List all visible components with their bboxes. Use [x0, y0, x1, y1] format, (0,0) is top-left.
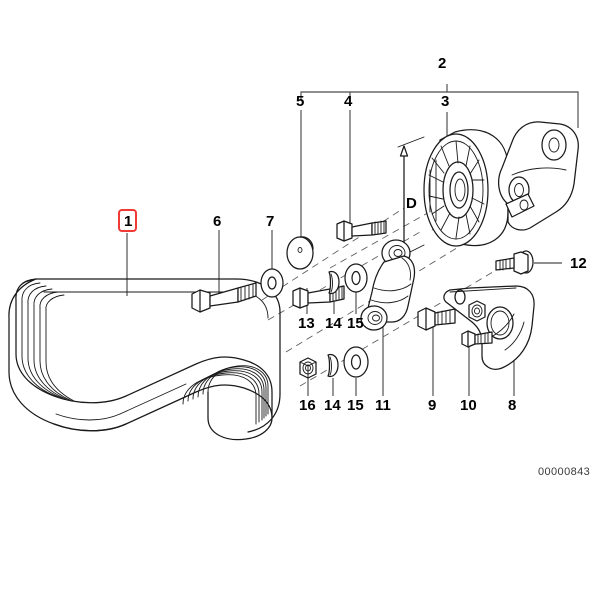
part-cover-cap [286, 236, 314, 270]
part-flat-washer-15-upper [344, 263, 368, 293]
callout-label-1[interactable]: 1 [124, 213, 133, 230]
part-lock-washer-14-lower [327, 353, 339, 378]
highlight-box-item-1 [118, 209, 137, 232]
part-hex-bolt-long-6 [191, 282, 257, 313]
part-washer-7 [260, 268, 284, 298]
part-mounting-bracket-8 [443, 285, 535, 370]
callout-label-8[interactable]: 8 [508, 397, 517, 414]
callout-label-3[interactable]: 3 [441, 93, 450, 110]
callout-label-11[interactable]: 11 [375, 397, 391, 414]
part-hex-nut-16 [299, 357, 317, 379]
part-hex-flange-bolt-9 [417, 307, 456, 331]
callout-label-13[interactable]: 13 [298, 315, 315, 332]
part-hex-flange-bolt-10 [461, 330, 493, 348]
callout-label-10[interactable]: 10 [460, 397, 477, 414]
part-tensioner-bracket [498, 121, 579, 231]
callout-label-2[interactable]: 2 [438, 55, 447, 72]
callout-label-4[interactable]: 4 [344, 93, 353, 110]
part-tension-pulley [423, 129, 509, 247]
part-hex-bolt-4 [336, 220, 387, 242]
callout-label-14-lower[interactable]: 14 [324, 397, 341, 414]
callout-label-6[interactable]: 6 [213, 213, 222, 230]
callout-label-15-lower[interactable]: 15 [347, 397, 364, 414]
callout-label-7[interactable]: 7 [266, 213, 275, 230]
callout-label-16[interactable]: 16 [299, 397, 316, 414]
callout-label-15[interactable]: 15 [347, 315, 364, 332]
callout-label-14[interactable]: 14 [325, 315, 342, 332]
callout-label-5[interactable]: 5 [296, 93, 305, 110]
part-flat-washer-15-lower [343, 346, 369, 378]
part-flange-bolt-12 [495, 250, 534, 275]
part-hydraulic-damper-11 [360, 239, 416, 331]
dimension-label-D: D [406, 195, 417, 212]
callout-label-9[interactable]: 9 [428, 397, 437, 414]
leader-lines [126, 110, 562, 396]
callout-label-12[interactable]: 12 [570, 255, 587, 272]
drawing-reference-code: 00000843 [538, 466, 591, 478]
part-v-ribbed-belt [8, 278, 281, 441]
callout-bracket-2 [300, 84, 579, 128]
part-lock-washer-14-upper [328, 270, 340, 295]
